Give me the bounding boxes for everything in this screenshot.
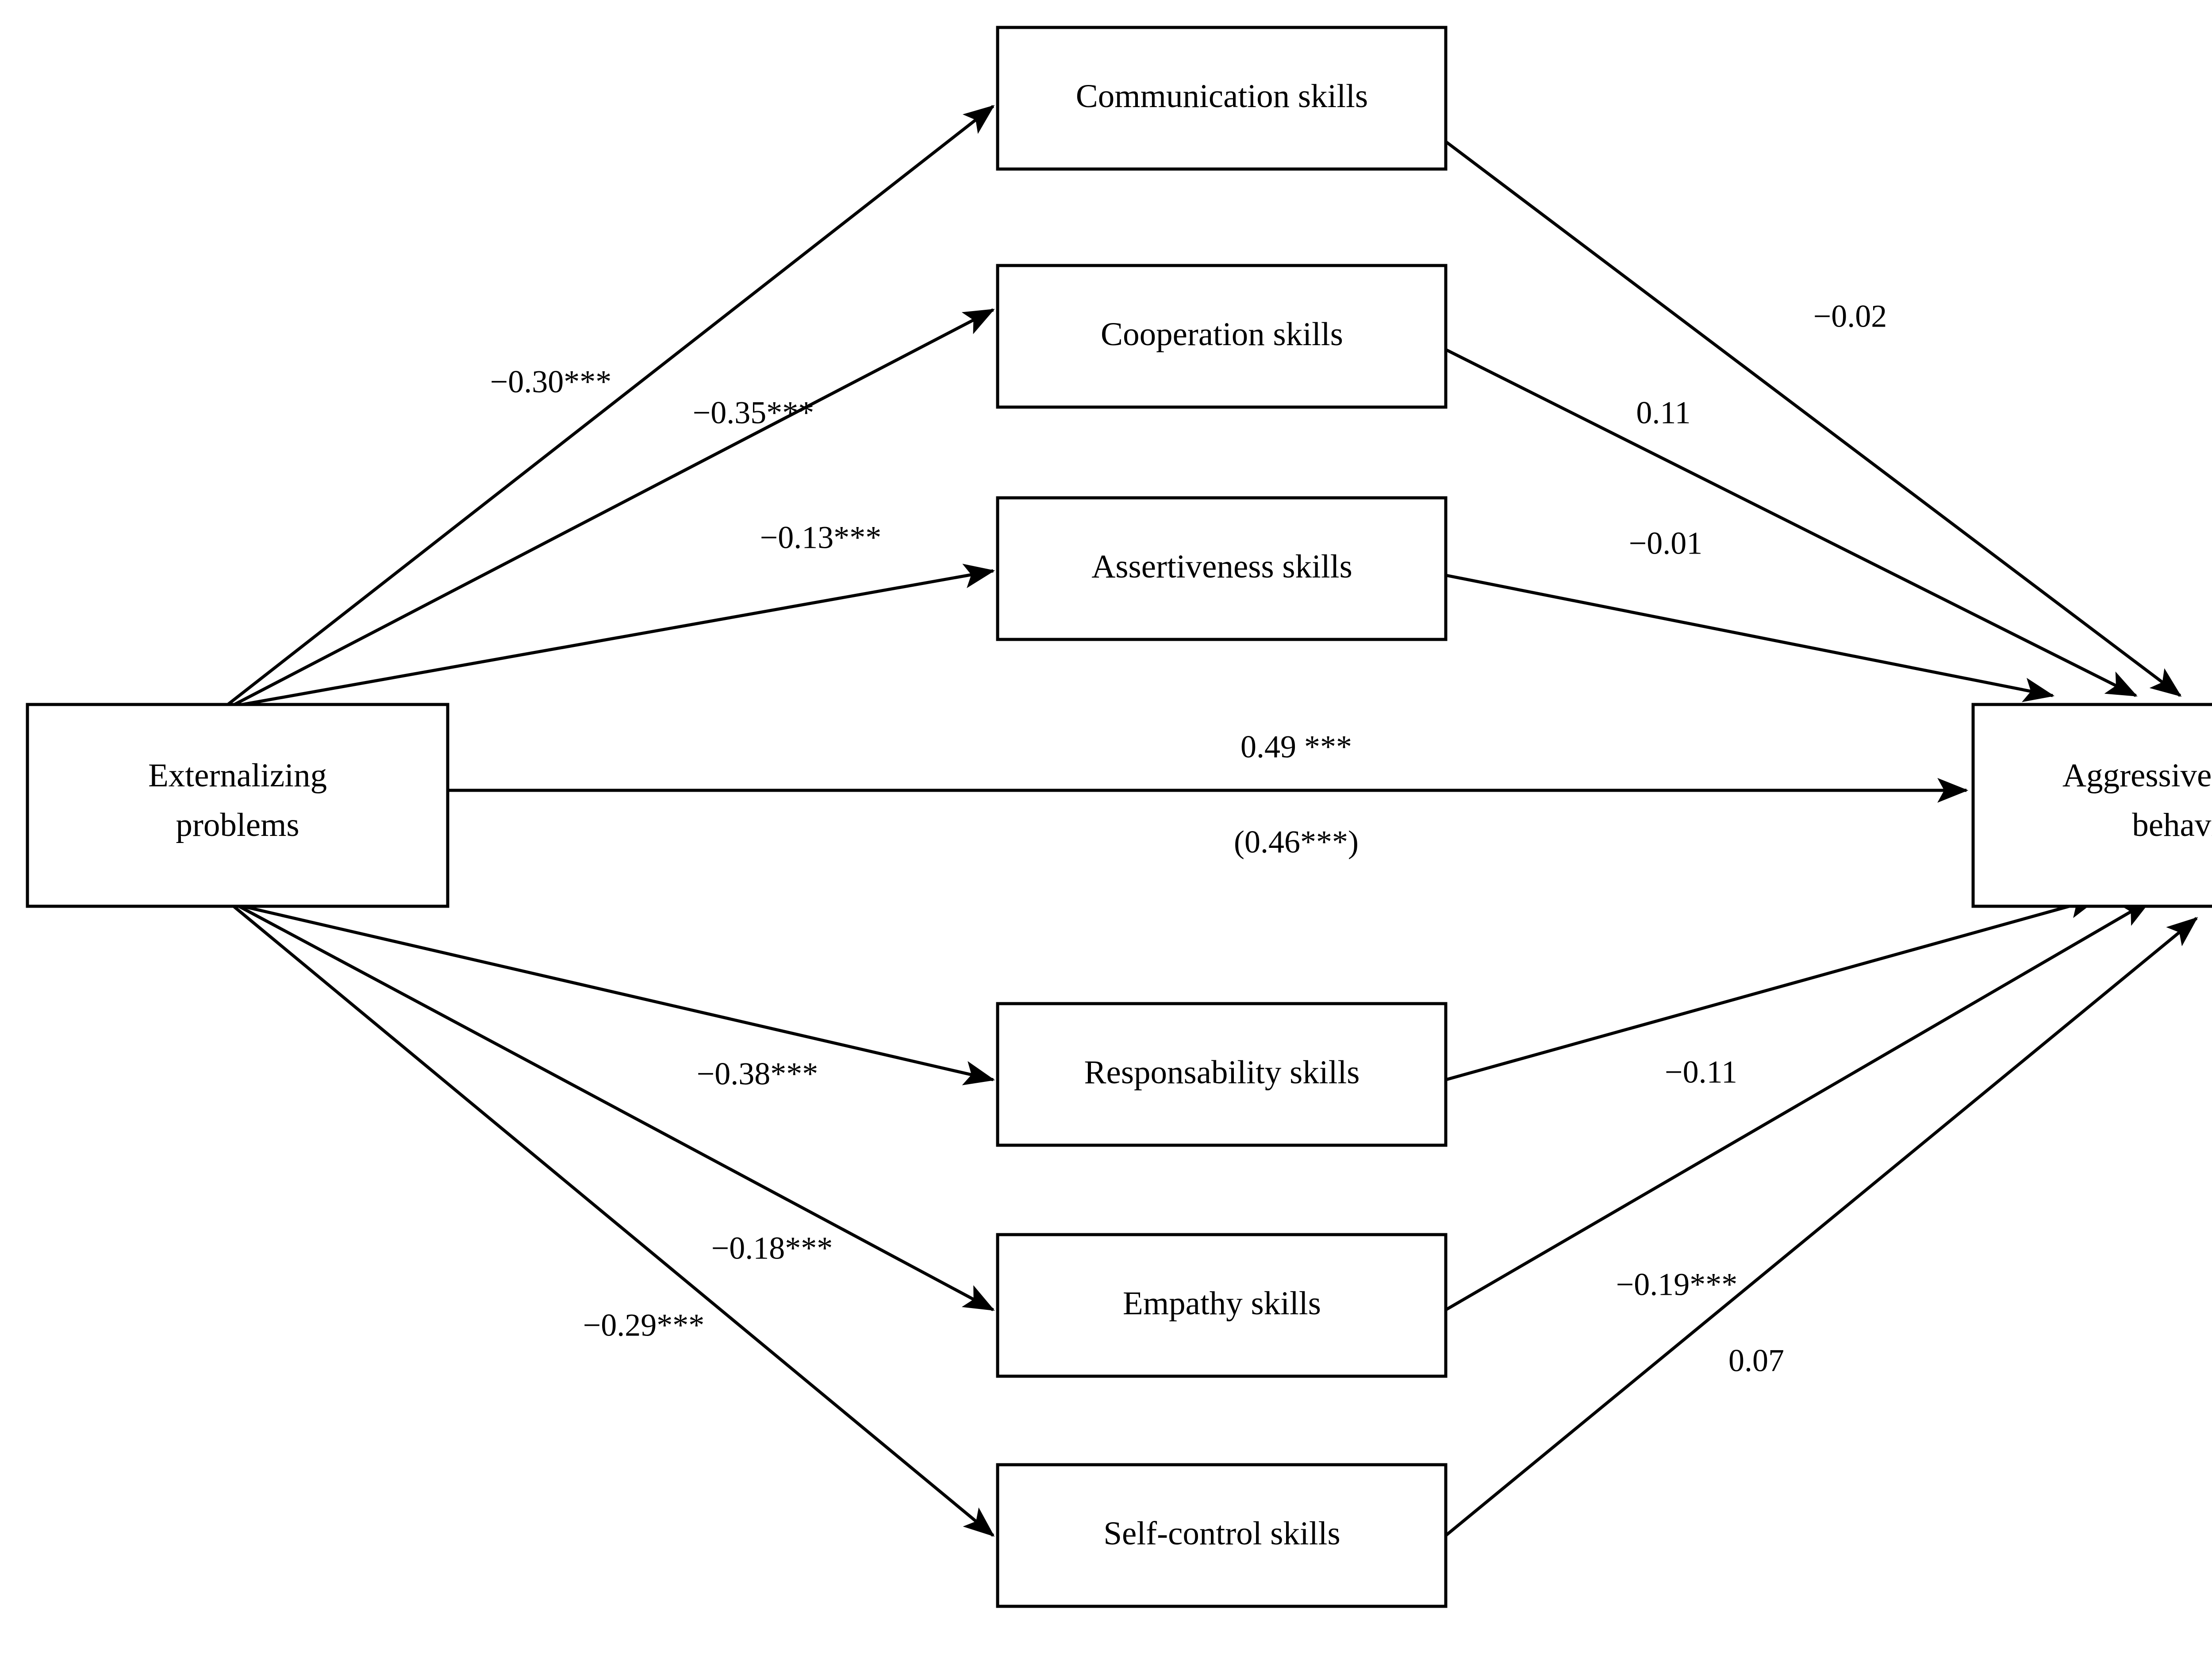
edge-communication-to-aggressive [1444,140,2182,697]
node-externalizing-problems[interactable]: Externalizing problems [26,703,449,908]
node-communication-skills[interactable]: Communication skills [996,26,1448,171]
edge-label-a-empathy: −0.18*** [711,1231,833,1266]
node-cooperation-skills[interactable]: Cooperation skills [996,264,1448,409]
node-assertiveness-skills[interactable]: Assertiveness skills [996,496,1448,641]
a-path-edges [227,105,995,1537]
edge-selfcontrol-to-aggressive [1444,917,2198,1537]
mediator-selfcontrol-label: Self-control skills [1103,1515,1340,1552]
edge-externalizing-to-empathy [238,904,995,1312]
outcome-label-line1: Aggressive bullying [2062,757,2212,794]
edge-label-a-communication: −0.30*** [490,364,612,400]
edge-label-direct-total: 0.49 *** [1240,729,1352,765]
mediator-empathy-label: Empathy skills [1123,1285,1321,1322]
edge-externalizing-to-communication [227,105,995,706]
mediator-selfcontrol-box[interactable] [996,1463,1448,1608]
node-aggressive-bullying-behaviors[interactable]: Aggressive bullying behaviors [1971,703,2212,908]
node-self-control-skills[interactable]: Self-control skills [996,1463,1448,1608]
edge-externalizing-to-selfcontrol [232,905,995,1537]
mediator-assertiveness-box[interactable] [996,496,1448,641]
outcome-label-line2: behaviors [2132,807,2212,843]
edge-label-direct-parenthetical: (0.46***) [1234,824,1359,860]
mediator-communication-label: Communication skills [1076,78,1368,115]
b-path-edges [1444,140,2198,1537]
edge-externalizing-to-responsability [242,904,995,1085]
edge-label-b-cooperation: 0.11 [1636,395,1690,431]
edge-label-b-communication: −0.02 [1813,299,1887,334]
edge-label-a-assertiveness: −0.13*** [760,520,882,555]
node-responsability-skills[interactable]: Responsability skills [996,1002,1448,1147]
mediator-responsability-box[interactable] [996,1002,1448,1147]
edge-label-b-responsability: −0.11 [1665,1055,1737,1090]
edge-assertiveness-to-aggressive [1445,573,2055,702]
predictor-label-line2: problems [176,807,299,843]
edge-externalizing-to-cooperation [234,308,995,706]
node-empathy-skills[interactable]: Empathy skills [996,1233,1448,1378]
edge-responsability-to-aggressive [1445,894,2100,1082]
mediator-responsability-label: Responsability skills [1084,1054,1360,1091]
edge-empathy-to-aggressive [1445,899,2152,1312]
edge-label-b-assertiveness: −0.01 [1629,526,1703,561]
mediator-empathy-box[interactable] [996,1233,1448,1378]
mediator-communication-box[interactable] [996,26,1448,171]
edge-label-b-selfcontrol: 0.07 [1728,1343,1784,1378]
predictor-label-line1: Externalizing [148,757,327,794]
edge-cooperation-to-aggressive [1445,348,2138,697]
outcome-box[interactable] [1971,703,2212,908]
mediator-assertiveness-label: Assertiveness skills [1091,548,1352,585]
edge-label-a-cooperation: −0.35*** [693,395,814,431]
b-path-edge-labels: −0.02 0.11 −0.01 −0.11 −0.19*** 0.07 [1616,299,1887,1378]
mediator-cooperation-box[interactable] [996,264,1448,409]
edge-externalizing-to-assertiveness [242,563,995,706]
predictor-box[interactable] [26,703,449,908]
edge-label-a-responsability: −0.38*** [697,1056,818,1092]
direct-path-edge-labels: 0.49 *** (0.46***) [1234,729,1359,860]
edge-label-a-selfcontrol: −0.29*** [583,1308,705,1343]
a-path-edge-labels: −0.30*** −0.35*** −0.13*** −0.38*** −0.1… [490,364,882,1343]
mediator-cooperation-label: Cooperation skills [1101,316,1343,353]
edge-label-b-empathy: −0.19*** [1616,1267,1738,1302]
